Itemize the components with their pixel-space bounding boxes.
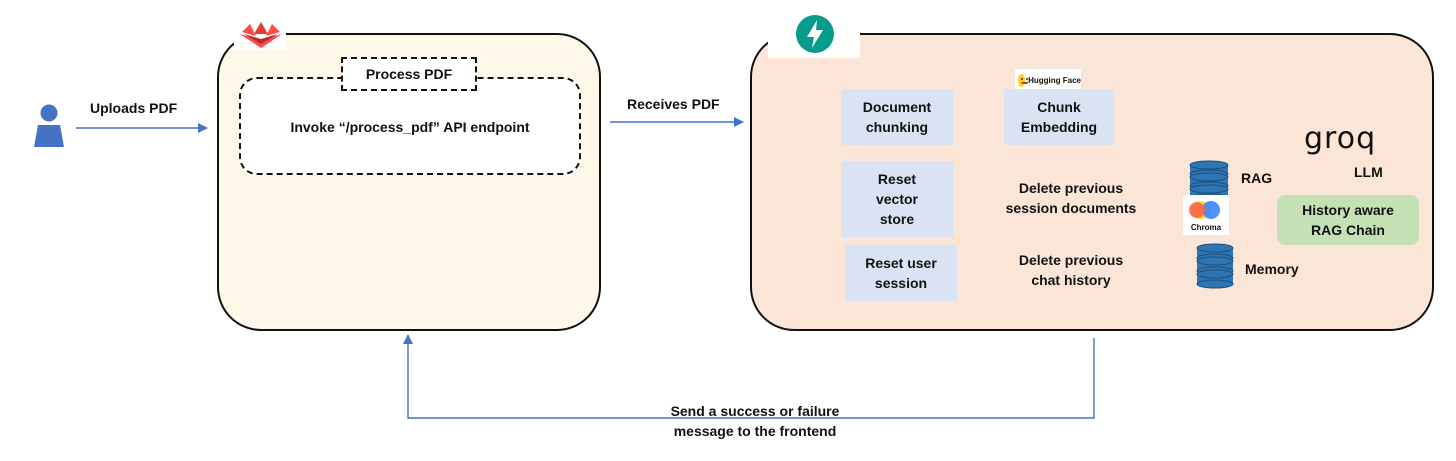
streamlit-crown-icon — [240, 22, 282, 48]
uploads-pdf-label: Uploads PDF — [90, 100, 178, 116]
process-pdf-container — [239, 77, 581, 175]
history-aware-rag-chain-box: History aware RAG Chain — [1277, 195, 1419, 245]
memory-label: Memory — [1245, 261, 1299, 277]
groq-logo: groq — [1304, 121, 1377, 156]
reset-vector-store-box: Reset vector store — [841, 161, 953, 237]
process-pdf-title-box — [341, 57, 477, 91]
invoke-endpoint-text: Invoke “/process_pdf” API endpoint — [290, 119, 530, 135]
hugging-face-text: Hugging Face — [1028, 75, 1081, 85]
hugging-face-emoji-icon — [1018, 73, 1028, 87]
llm-label: LLM — [1354, 164, 1383, 180]
rag-label: RAG — [1241, 170, 1273, 186]
hugging-face-logo: Hugging Face — [1014, 68, 1082, 92]
return-message-label: Send a success or failure message to the… — [670, 403, 840, 439]
fastapi-bolt-icon — [796, 15, 834, 53]
receives-pdf-label: Receives PDF — [627, 96, 720, 112]
user-icon — [34, 104, 64, 147]
chroma-text: Chroma — [1190, 223, 1222, 232]
chroma-logo: Chroma — [1183, 195, 1229, 235]
reset-user-session-box: Reset user session — [845, 245, 957, 301]
chunk-embedding-box: Chunk Embedding — [1004, 89, 1114, 145]
delete-session-docs-label: Delete previous session documents — [1005, 180, 1137, 216]
chroma-icon — [1189, 201, 1220, 219]
rag-database-icon — [1189, 160, 1229, 203]
memory-database-icon — [1196, 243, 1234, 289]
delete-chat-history-label: Delete previous chat history — [1018, 252, 1124, 288]
process-pdf-title: Process PDF — [365, 66, 453, 82]
return-arrow — [403, 334, 1095, 419]
document-chunking-box: Document chunking — [841, 89, 953, 145]
